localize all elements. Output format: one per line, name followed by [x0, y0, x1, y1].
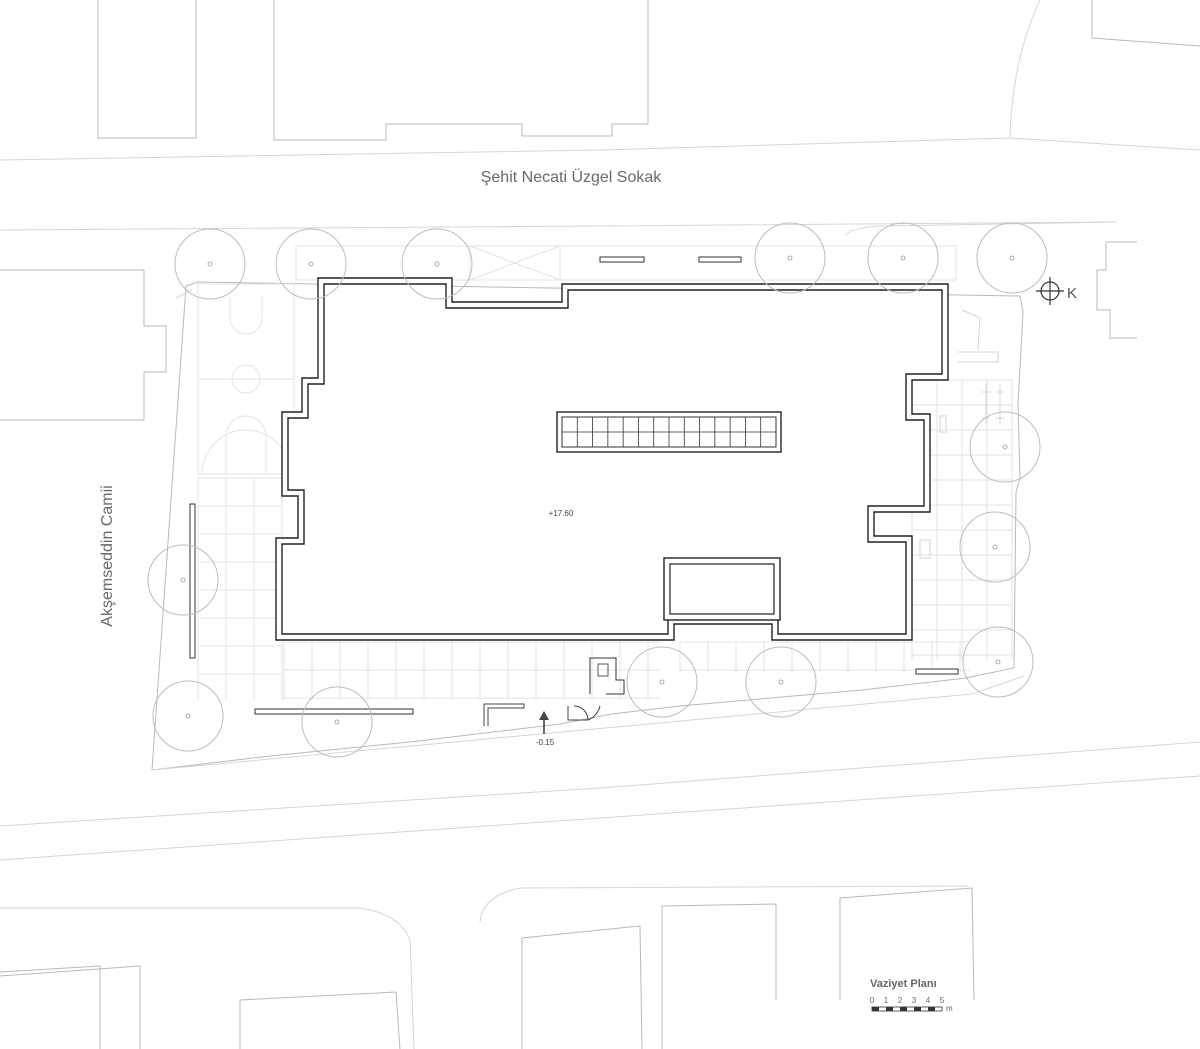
scale-tick-label: 5: [940, 996, 945, 1005]
tree-canopy: [147, 544, 219, 616]
site-benches: [189, 503, 959, 726]
tree-canopy: [152, 680, 224, 752]
scale-segment: [872, 1007, 879, 1011]
tree-canopy: [754, 222, 826, 294]
roof-skylight: [556, 411, 782, 453]
tree-trunk: [308, 261, 314, 267]
scale-tick-label: 0: [870, 996, 875, 1005]
scale-segment: [886, 1007, 893, 1011]
scale-unit: m: [946, 1004, 953, 1013]
tree-trunk: [180, 577, 186, 583]
site-boundary: [151, 221, 1118, 771]
tree-trunk: [787, 255, 793, 261]
tree-canopy: [959, 511, 1031, 583]
street-name-north: Şehit Necati Üzgel Sokak: [481, 168, 663, 186]
tree-canopy: [867, 222, 939, 294]
tree-trunk: [434, 261, 440, 267]
tree-canopy: [626, 646, 698, 718]
neighbor-buildings-north: [0, 0, 1200, 231]
drawing-title: Vaziyet Planı: [870, 978, 937, 990]
main-building-roof: [275, 277, 949, 641]
scale-tick-label: 4: [926, 996, 931, 1005]
tree-canopy: [174, 228, 246, 300]
roof-opening: [663, 557, 781, 621]
scale-tick-label: 2: [898, 996, 903, 1005]
neighbor-buildings-side: [0, 241, 1137, 421]
tree-trunk: [1009, 255, 1015, 261]
basketball-court: [197, 283, 295, 475]
tree-trunk: [659, 679, 665, 685]
tree-canopy: [301, 686, 373, 758]
tree-canopy: [401, 228, 473, 300]
tree-canopy: [745, 646, 817, 718]
tree-trunk: [207, 261, 213, 267]
north-entrance-strip: [295, 245, 957, 281]
tree-canopy: [962, 626, 1034, 698]
scale-tick-label: 3: [912, 996, 917, 1005]
neighbor-buildings-south: [0, 741, 1200, 1049]
trees: [147, 222, 1048, 758]
courtyard-paving: [197, 379, 1013, 700]
tree-trunk: [334, 719, 340, 725]
scale-segment: [900, 1007, 907, 1011]
tree-canopy: [976, 222, 1048, 294]
tree-trunk: [185, 713, 191, 719]
elevation-entrance: -0.15: [536, 738, 555, 747]
scale-tick-label: 1: [884, 996, 889, 1005]
north-marker-icon: [1036, 277, 1064, 305]
tree-trunk: [992, 544, 998, 550]
tree-trunk: [900, 255, 906, 261]
elevation-roof: +17.60: [549, 509, 574, 518]
tree-canopy: [969, 411, 1041, 483]
street-name-west: Akşemseddin Camii: [99, 485, 116, 626]
entrance-kiosk: [567, 657, 625, 721]
tree-trunk: [1002, 444, 1008, 450]
tree-trunk: [995, 659, 1001, 665]
entrance-arrow-icon: [539, 711, 549, 734]
scale-segment: [928, 1007, 935, 1011]
tree-canopy: [275, 228, 347, 300]
north-marker-label: K: [1067, 285, 1077, 302]
scale-segment: [914, 1007, 921, 1011]
tree-trunk: [778, 679, 784, 685]
